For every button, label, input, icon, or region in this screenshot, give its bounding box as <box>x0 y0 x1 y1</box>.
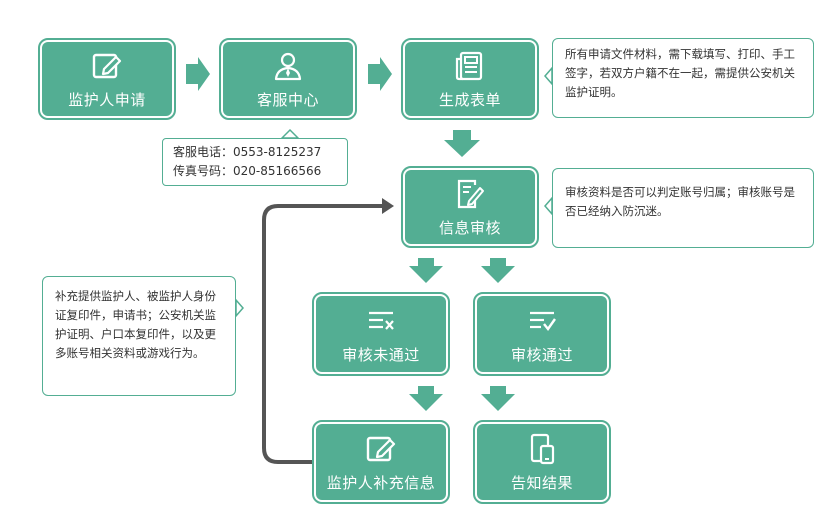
edit-doc-icon <box>453 177 487 211</box>
node-generate-form: 生成表单 <box>401 38 539 120</box>
list-check-icon <box>525 304 559 338</box>
list-cross-icon <box>364 304 398 338</box>
form-note-pointer <box>544 66 553 86</box>
node-notify-result: 告知结果 <box>473 420 611 504</box>
node-label: 监护人补充信息 <box>326 473 436 492</box>
form-note-text: 所有申请文件材料，需下载填写、打印、手工签字，若双方户籍不在一起，需提供公安机关… <box>565 47 795 99</box>
node-review-passed: 审核通过 <box>473 292 611 376</box>
node-label: 客服中心 <box>256 90 319 109</box>
user-icon <box>271 49 305 83</box>
node-customer-service: 客服中心 <box>219 38 357 120</box>
arrow-service-to-form <box>368 57 392 91</box>
contact-phone: 客服电话：0553-8125237 <box>173 145 322 159</box>
arrow-failed-to-supplement <box>409 386 443 411</box>
review-note-pointer <box>544 196 553 216</box>
arrow-apply-to-service <box>186 57 210 91</box>
supplement-note: 补充提供监护人、被监护人身份证复印件，申请书；公安机关监护证明、户口本复印件，以… <box>42 276 236 396</box>
node-review-failed: 审核未通过 <box>312 292 450 376</box>
arrow-form-to-review <box>444 130 480 157</box>
node-label: 审核未通过 <box>342 345 420 364</box>
contact-pointer <box>280 128 300 139</box>
pencil-square-icon <box>364 432 398 466</box>
loop-back-connector <box>262 204 384 464</box>
node-label: 审核通过 <box>510 345 573 364</box>
node-info-review: 信息审核 <box>401 166 539 248</box>
arrow-review-to-failed <box>409 258 443 283</box>
node-guardian-apply: 监护人申请 <box>38 38 176 120</box>
contact-fax: 传真号码：020-85166566 <box>173 164 322 178</box>
node-label: 告知结果 <box>510 473 573 492</box>
document-icon <box>453 49 487 83</box>
arrow-review-to-passed <box>481 258 515 283</box>
supplement-note-pointer <box>235 298 244 318</box>
node-guardian-supplement: 监护人补充信息 <box>312 420 450 504</box>
arrow-passed-to-notify <box>481 386 515 411</box>
node-label: 信息审核 <box>438 218 501 237</box>
node-label: 监护人申请 <box>68 90 146 109</box>
phone-icon <box>525 432 559 466</box>
form-note: 所有申请文件材料，需下载填写、打印、手工签字，若双方户籍不在一起，需提供公安机关… <box>552 38 814 118</box>
review-note-text: 审核资料是否可以判定账号归属；审核账号是否已经纳入防沉迷。 <box>565 185 795 218</box>
review-note: 审核资料是否可以判定账号归属；审核账号是否已经纳入防沉迷。 <box>552 168 814 248</box>
supplement-note-text: 补充提供监护人、被监护人身份证复印件，申请书；公安机关监护证明、户口本复印件，以… <box>55 289 216 360</box>
pencil-square-icon <box>90 49 124 83</box>
loop-back-arrowhead <box>382 198 394 214</box>
contact-box: 客服电话：0553-8125237 传真号码：020-85166566 <box>162 138 348 186</box>
node-label: 生成表单 <box>438 90 501 109</box>
